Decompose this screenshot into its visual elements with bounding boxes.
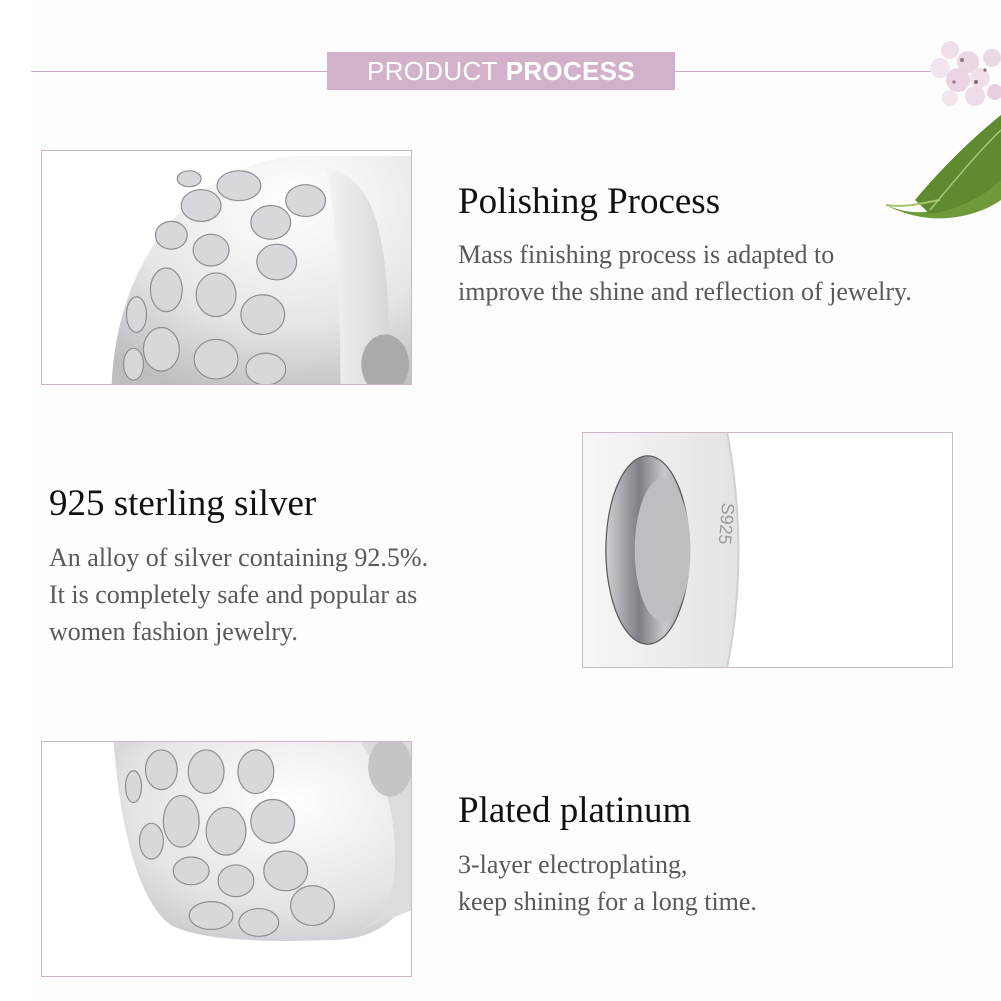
feature-title: 925 sterling silver xyxy=(49,483,317,524)
section-banner: PRODUCT PROCESS xyxy=(327,52,675,90)
product-image-sterling-silver: S925 xyxy=(582,432,953,668)
feature-description: 3-layer electroplating, keep shining for… xyxy=(458,850,757,916)
feature-polishing: Polishing Process Mass finishing process… xyxy=(458,180,998,310)
textured-silver-charm-icon xyxy=(111,155,411,384)
product-image-polishing xyxy=(41,150,412,385)
silver-charm-core-icon: S925 xyxy=(583,433,740,667)
feature-sterling-silver: 925 sterling silver An alloy of silver c… xyxy=(49,482,569,650)
feature-description: Mass finishing process is adapted to imp… xyxy=(458,240,912,306)
feature-description: An alloy of silver containing 92.5%. It … xyxy=(49,543,429,646)
lilac-flower-leaf-icon xyxy=(880,30,1001,230)
product-image-plated-platinum xyxy=(41,741,412,977)
engraving-text: S925 xyxy=(715,502,739,545)
feature-title: Polishing Process xyxy=(458,181,721,222)
feature-title: Plated platinum xyxy=(458,790,692,831)
feature-plated-platinum: Plated platinum 3-layer electroplating, … xyxy=(458,789,978,920)
textured-silver-charm-icon xyxy=(113,742,411,941)
banner-title-light: PRODUCT xyxy=(367,55,498,86)
banner-title-bold: PROCESS xyxy=(505,55,635,86)
